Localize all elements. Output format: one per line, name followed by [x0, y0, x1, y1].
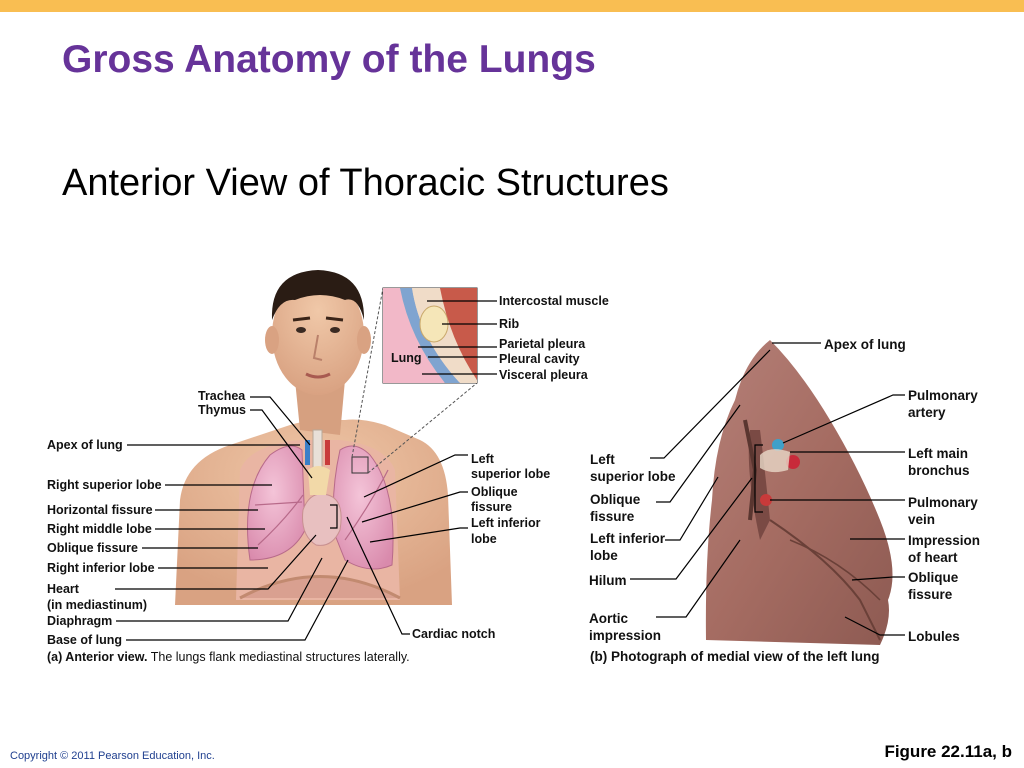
label-trachea: Trachea	[198, 389, 246, 403]
label-left-superior-lobe-a1: Left	[471, 452, 494, 466]
slide-subtitle: Anterior View of Thoracic Structures	[62, 162, 669, 204]
label-oblique-fissure-b2: fissure	[908, 587, 953, 602]
label-impression-of-heart-1: Impression	[908, 533, 981, 548]
caption-figure-a: (a) Anterior view. The lungs flank media…	[47, 650, 410, 664]
label-hilum: Hilum	[589, 573, 627, 588]
copyright-text: Copyright © 2011 Pearson Education, Inc.	[10, 750, 215, 762]
label-pleural-cavity: Pleural cavity	[499, 352, 580, 366]
inset-lung-label: Lung	[391, 351, 422, 365]
label-lobules: Lobules	[908, 629, 960, 644]
label-apex-of-lung-a: Apex of lung	[47, 438, 123, 452]
slide-title: Gross Anatomy of the Lungs	[62, 38, 596, 81]
label-right-middle-lobe: Right middle lobe	[47, 522, 152, 536]
label-right-superior-lobe: Right superior lobe	[47, 478, 162, 492]
label-left-superior-lobe-a2: superior lobe	[471, 467, 551, 481]
label-left-main-bronchus-1: Left main	[908, 446, 969, 461]
label-left-superior-lobe-b1: Left	[590, 452, 615, 467]
label-pulmonary-artery-1: Pulmonary	[908, 388, 978, 403]
label-oblique-fissure-l2: fissure	[590, 509, 635, 524]
lung-photo	[705, 340, 893, 645]
pleura-inset	[351, 287, 478, 474]
label-cardiac-notch: Cardiac notch	[412, 627, 496, 641]
label-oblique-fissure-a: Oblique fissure	[47, 541, 138, 555]
label-oblique-fissure-left-a1: Oblique	[471, 485, 518, 499]
label-left-inferior-lobe-a1: Left inferior	[471, 516, 541, 530]
label-impression-of-heart-2: of heart	[908, 550, 958, 565]
leader-lines-a	[115, 300, 497, 641]
caption-figure-b: (b) Photograph of medial view of the lef…	[590, 649, 880, 664]
label-diaphragm: Diaphragm	[47, 614, 113, 628]
label-parietal-pleura: Parietal pleura	[499, 337, 586, 351]
caption-a-rest: The lungs flank mediastinal structures l…	[147, 650, 410, 664]
label-aortic-impression-1: Aortic	[589, 611, 629, 626]
label-left-inferior-lobe-b1: Left inferior	[590, 531, 666, 546]
label-rib: Rib	[499, 317, 520, 331]
leader-lines-b	[630, 342, 905, 636]
label-left-superior-lobe-b2: superior lobe	[590, 469, 676, 484]
label-thymus: Thymus	[198, 403, 246, 417]
label-pulmonary-artery-2: artery	[908, 405, 946, 420]
label-oblique-fissure-b1: Oblique	[908, 570, 959, 585]
label-heart: Heart	[47, 582, 79, 596]
caption-a-bold: (a) Anterior view.	[47, 650, 148, 664]
label-visceral-pleura: Visceral pleura	[499, 368, 588, 382]
top-accent-bar	[0, 0, 1024, 12]
figure-reference: Figure 22.11a, b	[884, 742, 1012, 761]
label-right-inferior-lobe: Right inferior lobe	[47, 561, 155, 575]
label-pulmonary-vein-2: vein	[908, 512, 936, 527]
label-apex-of-lung-b: Apex of lung	[824, 337, 906, 352]
label-horizontal-fissure: Horizontal fissure	[47, 503, 153, 517]
torso-figure	[175, 270, 452, 605]
label-heart-mediastinum: (in mediastinum)	[47, 598, 148, 612]
label-pulmonary-vein-1: Pulmonary	[908, 495, 978, 510]
label-left-main-bronchus-2: bronchus	[908, 463, 970, 478]
label-intercostal-muscle: Intercostal muscle	[499, 294, 609, 308]
label-left-inferior-lobe-a2: lobe	[471, 532, 497, 546]
label-aortic-impression-2: impression	[589, 628, 662, 643]
label-base-of-lung: Base of lung	[47, 633, 123, 647]
label-oblique-fissure-left-a2: fissure	[471, 500, 512, 514]
label-left-inferior-lobe-b2: lobe	[590, 548, 618, 563]
label-oblique-fissure-l1: Oblique	[590, 492, 641, 507]
